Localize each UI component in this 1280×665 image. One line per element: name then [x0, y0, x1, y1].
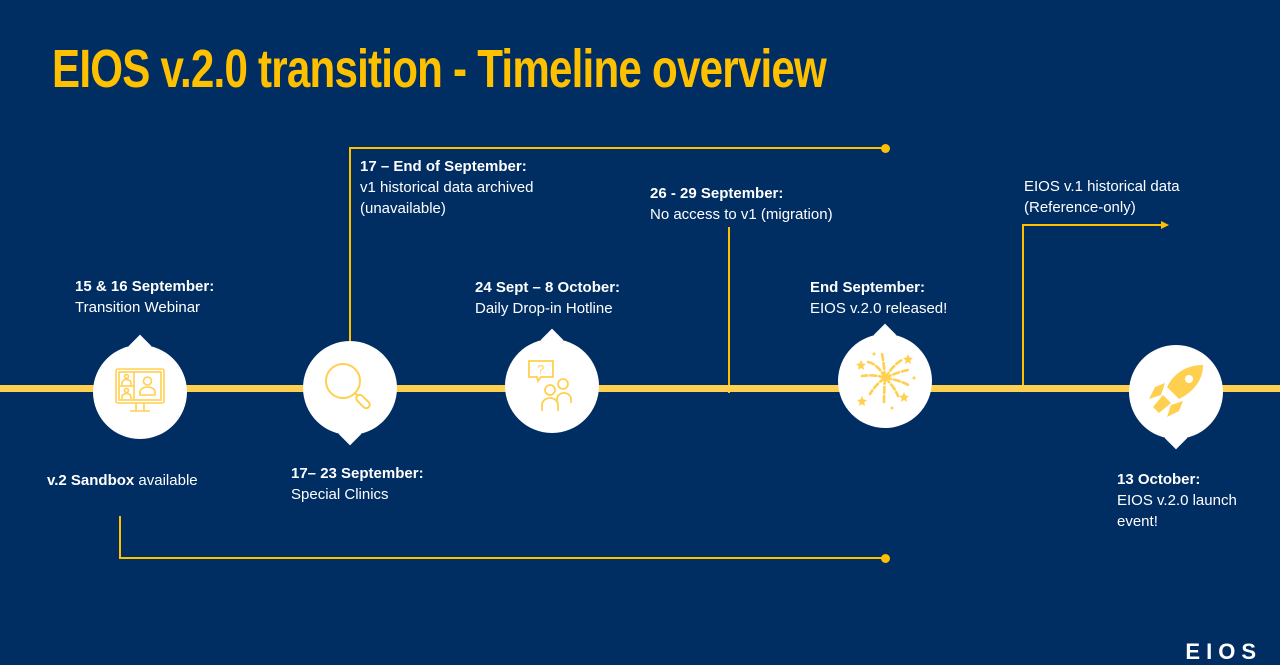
milestone-date: 15 & 16 September: [75, 278, 215, 295]
milestone-description-line2: event! [1117, 513, 1158, 530]
milestone-date: 17– 23 September: [291, 465, 424, 482]
archive-period-connector-horizontal [349, 147, 885, 149]
milestone-release [838, 323, 932, 428]
milestone-description: Special Clinics [291, 486, 389, 503]
label-hotline: 24 Sept – 8 October: Daily Drop-in Hotli… [475, 277, 620, 319]
magnifying-glass-icon [325, 363, 371, 410]
label-launch: 13 October: EIOS v.2.0 launch event! [1117, 469, 1237, 532]
archive-period-end-dot [881, 144, 890, 153]
period-description: No access to v1 (migration) [650, 206, 833, 223]
reference-line2: (Reference-only) [1024, 199, 1136, 216]
timeline-bar [0, 385, 1280, 392]
milestone-description-line1: EIOS v.2.0 launch [1117, 492, 1237, 509]
sandbox-connector-vertical [119, 516, 121, 559]
label-webinar: 15 & 16 September: Transition Webinar [75, 276, 214, 318]
reference-arrow-icon [1161, 221, 1169, 229]
period-description-line1: v1 historical data archived [360, 179, 534, 196]
eios-logo: EIOS [1185, 639, 1262, 664]
reference-line1: EIOS v.1 historical data [1024, 178, 1180, 195]
milestone-circle: ? [505, 339, 599, 433]
milestone-circle [303, 341, 397, 435]
period-description-line2: (unavailable) [360, 200, 446, 217]
sandbox-label-rest: available [134, 472, 198, 489]
milestone-hotline: ? [505, 328, 599, 433]
milestone-circle [1129, 345, 1223, 439]
milestone-circle [93, 345, 187, 439]
milestone-date: 13 October: [1117, 471, 1201, 488]
period-date: 26 - 29 September: [650, 185, 784, 202]
milestone-description: Daily Drop-in Hotline [475, 300, 613, 317]
milestone-webinar [93, 334, 187, 439]
video-conference-icon [115, 368, 165, 412]
label-reference: EIOS v.1 historical data (Reference-only… [1024, 176, 1180, 218]
milestone-launch [1129, 345, 1223, 450]
sandbox-label-bold: v.2 Sandbox [47, 472, 135, 489]
milestone-description: Transition Webinar [75, 299, 201, 316]
sandbox-period-end-dot [881, 554, 890, 563]
migration-connector [728, 227, 730, 393]
reference-connector-vertical [1022, 224, 1024, 387]
people-question-icon: ? [528, 360, 572, 411]
reference-connector-horizontal [1022, 224, 1162, 226]
milestone-clinics [303, 341, 397, 446]
archive-period-connector-vertical [349, 147, 351, 345]
label-archive: 17 – End of September: v1 historical dat… [360, 156, 533, 219]
label-migration: 26 - 29 September: No access to v1 (migr… [650, 183, 833, 225]
sandbox-connector-horizontal [119, 557, 885, 559]
period-date: 17 – End of September: [360, 158, 527, 175]
fireworks-icon [856, 352, 916, 410]
rocket-icon [1149, 365, 1203, 417]
milestone-date: 24 Sept – 8 October: [475, 279, 621, 296]
label-sandbox: v.2 Sandbox available [47, 470, 198, 491]
milestone-circle [838, 334, 932, 428]
milestone-date: End September: [810, 279, 926, 296]
page-title: EIOS v.2.0 transition - Timeline overvie… [52, 39, 827, 99]
label-clinics: 17– 23 September: Special Clinics [291, 463, 424, 505]
svg-text:?: ? [537, 362, 544, 377]
label-release: End September: EIOS v.2.0 released! [810, 277, 947, 319]
milestone-description: EIOS v.2.0 released! [810, 300, 948, 317]
